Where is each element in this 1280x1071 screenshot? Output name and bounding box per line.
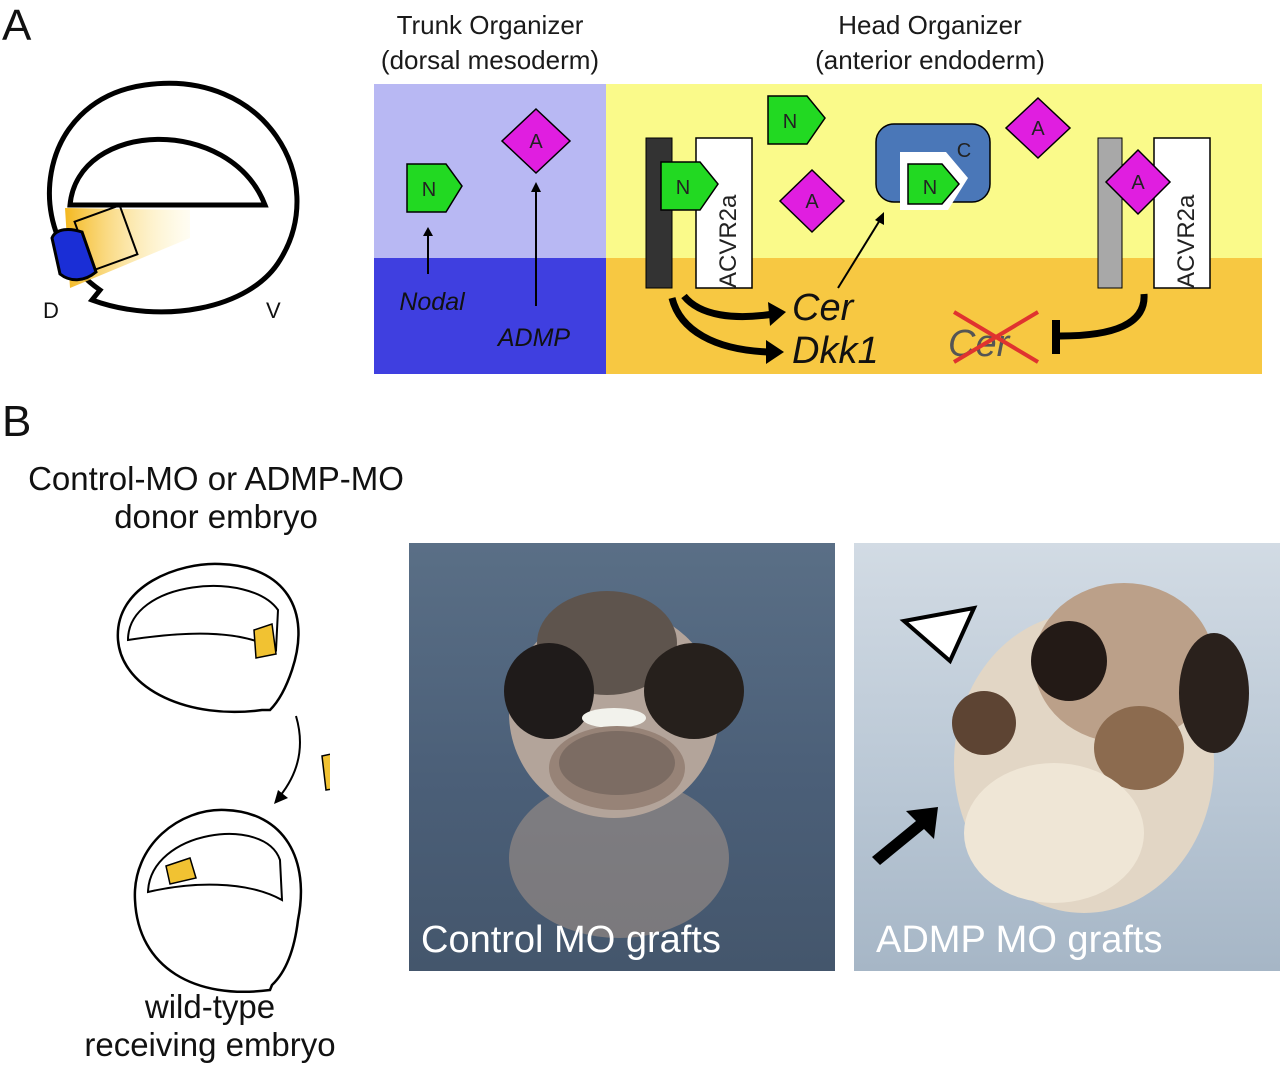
nodal-ligand-bound-label: N: [676, 177, 690, 199]
blastocoel: [67, 136, 269, 208]
donor-label: Control-MO or ADMP-MO donor embryo: [0, 460, 432, 536]
embryo-schematic: [46, 80, 300, 315]
admp-ligand-head-2: [1004, 96, 1072, 160]
admp-ligand-head-1-label: A: [805, 191, 819, 213]
nodal-ligand-trunk-label: N: [422, 179, 436, 201]
donor-label-line2: donor embryo: [114, 498, 318, 535]
nodal-ligand-bound: [660, 161, 719, 211]
organizer-gradient: [65, 208, 190, 288]
receiver-label-line2: receiving embryo: [84, 1026, 336, 1063]
cerberus-label: C: [957, 140, 971, 162]
recipient-blastocoel: [146, 833, 284, 902]
dorsal-blue-region: [50, 228, 98, 282]
receiver-label: wild-type receiving embryo: [40, 988, 380, 1064]
control-embryo-image: [504, 591, 744, 938]
trunk-organizer-header: Trunk Organizer (dorsal mesoderm): [340, 8, 640, 78]
receiver-label-line1: wild-type: [144, 988, 276, 1025]
graft-transfer-schematic: [116, 562, 330, 994]
panel-a-letter: A: [2, 1, 32, 50]
control-mo-photo: Control MO grafts: [409, 543, 835, 971]
cer-gene: Cer: [792, 287, 855, 329]
dorsal-label: D: [43, 298, 59, 323]
co-receptor-grey: [1097, 137, 1123, 289]
nodal-ligand-captured-label: N: [923, 177, 937, 199]
dkk1-gene: Dkk1: [792, 330, 879, 372]
acvr2a-label-1: ACVR2a: [715, 194, 742, 288]
cross-mark-2: [952, 310, 1040, 364]
trunk-header-line1: Trunk Organizer: [396, 10, 584, 40]
nodal-ligand-trunk: [406, 163, 463, 213]
acvr2a-label-2: ACVR2a: [1173, 194, 1200, 288]
recipient-graft-region: [165, 857, 197, 885]
admp-ligand-trunk: [500, 107, 572, 175]
ventral-label: V: [266, 298, 281, 323]
donor-graft-region: [253, 623, 277, 659]
admp-ligand-head-2-label: A: [1031, 118, 1045, 140]
donor-blastocoel: [126, 585, 280, 652]
acvr2a-receptor-2: [1153, 137, 1211, 289]
admp-gene-trunk: ADMP: [496, 324, 571, 352]
admp-mo-photo: ADMP MO grafts: [854, 543, 1280, 971]
excised-graft: [321, 753, 330, 791]
admp-ligand-bound-label: A: [1131, 172, 1145, 194]
head-organizer-header: Head Organizer (anterior endoderm): [770, 8, 1090, 78]
donor-label-line1: Control-MO or ADMP-MO: [28, 460, 404, 497]
black-arrow: [872, 807, 938, 865]
admp-embryo-image: [872, 583, 1249, 913]
trunk-bottom-region: [374, 258, 606, 374]
admp-ligand-trunk-label: A: [529, 131, 543, 153]
control-mo-label: Control MO grafts: [421, 919, 721, 961]
admp-mo-label: ADMP MO grafts: [876, 919, 1163, 961]
head-header-line1: Head Organizer: [838, 10, 1022, 40]
admp-ligand-head-1: [778, 168, 846, 234]
nodal-ligand-captured: [907, 163, 960, 205]
nodal-ligand-free: [767, 95, 826, 145]
nodal-ligand-free-label: N: [783, 111, 797, 133]
admp-ligand-bound: [1104, 148, 1172, 216]
signaling-diagram: N A Nodal ADMP ACVR2a N N A A C N ACVR2a…: [374, 84, 1262, 374]
panel-b-letter: B: [2, 397, 32, 446]
head-header-line2: (anterior endoderm): [815, 45, 1045, 75]
white-arrowhead: [899, 605, 978, 665]
acvr2a-receptor-1: [695, 137, 753, 289]
trunk-header-line2: (dorsal mesoderm): [380, 45, 600, 75]
co-receptor-dark: [645, 137, 673, 289]
nodal-gene-trunk: Nodal: [399, 288, 466, 316]
